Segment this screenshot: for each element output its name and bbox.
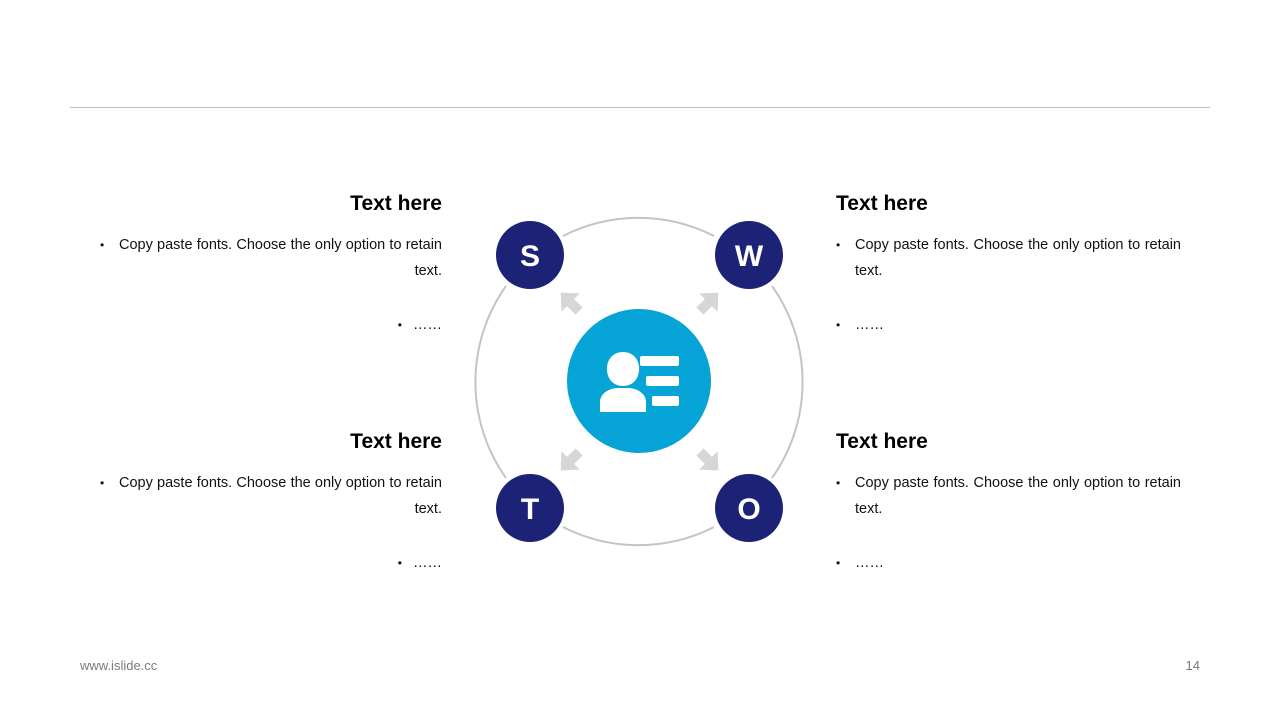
bullet-dot-icon: • bbox=[100, 476, 105, 490]
text-block-t: Text here •Copy paste fonts. Choose the … bbox=[97, 429, 442, 576]
block-title: Text here bbox=[836, 192, 928, 215]
node-s: S bbox=[496, 221, 564, 289]
bullet-item: •Copy paste fonts. Choose the only optio… bbox=[97, 470, 442, 522]
node-letter: S bbox=[520, 240, 540, 273]
arrow-to-s-icon bbox=[560, 292, 583, 315]
arrow-to-t-icon bbox=[560, 448, 583, 471]
bullet-item: •Copy paste fonts. Choose the only optio… bbox=[836, 232, 1181, 284]
bullet-dot-icon: • bbox=[836, 476, 841, 490]
bullet-list: •Copy paste fonts. Choose the only optio… bbox=[97, 470, 442, 576]
text-block-s: Text here •Copy paste fonts. Choose the … bbox=[97, 191, 442, 338]
top-divider bbox=[70, 107, 1210, 108]
bullet-list: •Copy paste fonts. Choose the only optio… bbox=[97, 232, 442, 338]
ring-arc-right bbox=[771, 285, 804, 479]
bullet-dot-icon: • bbox=[836, 318, 841, 332]
center-circle bbox=[567, 309, 711, 453]
bullet-list: •Copy paste fonts. Choose the only optio… bbox=[836, 232, 1181, 338]
arrow-to-o-icon bbox=[696, 448, 719, 471]
block-title: Text here bbox=[350, 430, 442, 453]
node-w: W bbox=[715, 221, 783, 289]
bullet-dot-icon: • bbox=[397, 318, 402, 332]
page-number: 14 bbox=[1185, 658, 1200, 673]
text-block-o: Text here •Copy paste fonts. Choose the … bbox=[836, 429, 1181, 576]
text-block-w: Text here •Copy paste fonts. Choose the … bbox=[836, 191, 1181, 338]
bullet-item: •…… bbox=[836, 550, 1181, 576]
arrows bbox=[560, 292, 719, 471]
bullet-item: •…… bbox=[97, 312, 442, 338]
block-title: Text here bbox=[350, 192, 442, 215]
node-letter: T bbox=[521, 493, 539, 526]
ring-arc-top bbox=[562, 216, 715, 237]
ring-arc-bottom bbox=[562, 526, 715, 547]
bullet-dot-icon: • bbox=[836, 238, 841, 252]
bullet-item: •…… bbox=[97, 550, 442, 576]
bullet-dot-icon: • bbox=[100, 238, 105, 252]
node-letter: O bbox=[737, 493, 760, 526]
person-list-icon bbox=[600, 352, 679, 412]
bullet-item: •…… bbox=[836, 312, 1181, 338]
node-letter: W bbox=[735, 240, 764, 273]
node-o: O bbox=[715, 474, 783, 542]
footer-website: www.islide.cc bbox=[80, 658, 158, 673]
block-title: Text here bbox=[836, 430, 928, 453]
ring-arc-left bbox=[474, 285, 507, 479]
bullet-item: •Copy paste fonts. Choose the only optio… bbox=[836, 470, 1181, 522]
bullet-dot-icon: • bbox=[836, 556, 841, 570]
outer-ring bbox=[474, 216, 804, 547]
bullet-item: •Copy paste fonts. Choose the only optio… bbox=[97, 232, 442, 284]
bullet-dot-icon: • bbox=[397, 556, 402, 570]
node-t: T bbox=[496, 474, 564, 542]
bullet-list: •Copy paste fonts. Choose the only optio… bbox=[836, 470, 1181, 576]
arrow-to-w-icon bbox=[696, 292, 719, 315]
